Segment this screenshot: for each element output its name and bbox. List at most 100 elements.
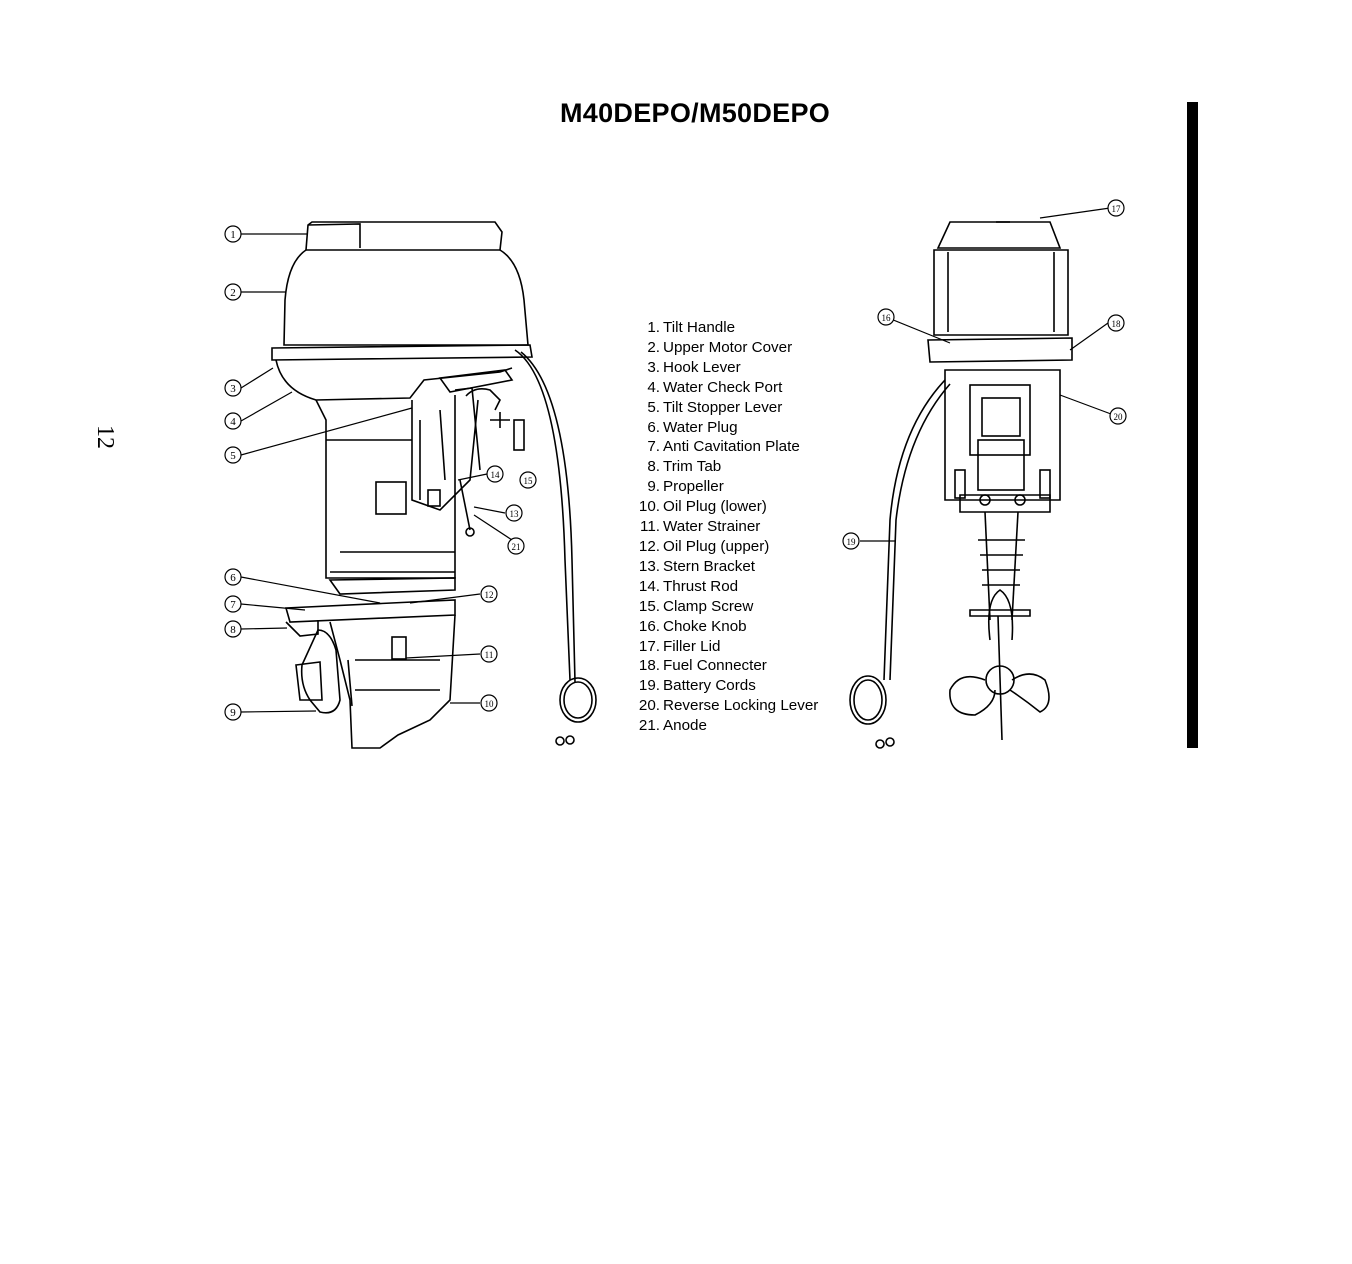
- callout-19: 19: [842, 532, 860, 550]
- callout-number: 16: [882, 313, 892, 323]
- part-item: 5.Tilt Stopper Lever: [620, 398, 818, 418]
- callout-6: 6: [224, 568, 242, 586]
- callout-11: 11: [480, 645, 498, 663]
- part-label: Stern Bracket: [663, 557, 756, 575]
- callout-8: 8: [224, 620, 242, 638]
- part-label: Hook Lever: [663, 358, 741, 376]
- page-title: M40DEPO/M50DEPO: [560, 98, 831, 128]
- part-label: Oil Plug (upper): [663, 537, 770, 555]
- part-label: Propeller: [663, 478, 724, 496]
- callout-5: 5: [224, 446, 242, 464]
- callout-7: 7: [224, 595, 242, 613]
- callout-number: 6: [230, 572, 236, 584]
- part-number: 10.: [638, 498, 660, 516]
- part-item: 10.Oil Plug (lower): [620, 497, 818, 517]
- callout-number: 20: [1114, 412, 1124, 422]
- part-item: 13.Stern Bracket: [620, 557, 818, 577]
- callout-9: 9: [224, 703, 242, 721]
- part-number: 17.: [638, 637, 660, 655]
- part-label: Oil Plug (lower): [663, 498, 767, 516]
- part-number: 8.: [647, 458, 660, 476]
- part-item: 1.Tilt Handle: [620, 318, 818, 338]
- part-item: 14.Thrust Rod: [620, 577, 818, 597]
- part-item: 3.Hook Lever: [620, 358, 818, 378]
- callout-number: 14: [491, 470, 501, 480]
- callout-number: 3: [230, 383, 236, 395]
- part-number: 9.: [647, 478, 660, 496]
- part-item: 12.Oil Plug (upper): [620, 537, 818, 557]
- callout-21: 21: [507, 537, 525, 555]
- part-item: 20.Reverse Locking Lever: [620, 696, 818, 716]
- part-item: 9.Propeller: [620, 477, 818, 497]
- part-number: 13.: [638, 557, 660, 575]
- callout-number: 12: [485, 590, 494, 600]
- part-label: Water Plug: [663, 418, 738, 436]
- part-label: Upper Motor Cover: [663, 338, 793, 356]
- part-label: Reverse Locking Lever: [663, 697, 819, 715]
- part-number: 4.: [647, 378, 660, 396]
- part-number: 5.: [647, 398, 660, 416]
- callout-14: 14: [486, 465, 504, 483]
- callout-number: 17: [1112, 204, 1122, 214]
- part-label: Clamp Screw: [663, 597, 754, 615]
- callout-number: 5: [230, 450, 236, 462]
- callout-1: 1: [224, 225, 242, 243]
- callout-15: 15: [519, 471, 537, 489]
- part-item: 2.Upper Motor Cover: [620, 338, 818, 358]
- callout-number: 4: [230, 416, 236, 428]
- callout-12: 12: [480, 585, 498, 603]
- callout-number: 8: [230, 624, 236, 636]
- callout-13: 13: [505, 504, 523, 522]
- part-item: 6.Water Plug: [620, 418, 818, 438]
- callout-number: 10: [485, 699, 495, 709]
- part-number: 6.: [647, 418, 660, 436]
- callout-number: 21: [512, 542, 521, 552]
- part-label: Water Check Port: [663, 378, 783, 396]
- part-number: 12.: [638, 537, 660, 555]
- callout-17: 17: [1107, 199, 1125, 217]
- part-label: Trim Tab: [663, 458, 722, 476]
- part-number: 1.: [647, 319, 660, 336]
- callout-number: 13: [510, 509, 520, 519]
- part-number: 2.: [647, 338, 660, 356]
- part-item: 7.Anti Cavitation Plate: [620, 437, 818, 457]
- part-label: Fuel Connecter: [663, 657, 767, 675]
- callout-markers: [240, 207, 1112, 713]
- part-label: Water Strainer: [663, 518, 761, 536]
- part-item: 21.Anode: [620, 716, 818, 736]
- callout-4: 4: [224, 412, 242, 430]
- callout-16: 16: [877, 308, 895, 326]
- part-number: 18.: [638, 657, 660, 675]
- part-number: 16.: [638, 617, 660, 635]
- part-item: 4.Water Check Port: [620, 378, 818, 398]
- part-item: 11.Water Strainer: [620, 517, 818, 537]
- callout-number: 15: [524, 476, 534, 486]
- callout-number: 11: [485, 650, 494, 660]
- part-label: Filler Lid: [663, 637, 721, 655]
- part-label: Choke Knob: [663, 617, 747, 635]
- callout-number: 9: [230, 707, 236, 719]
- part-number: 11.: [640, 518, 660, 536]
- callout-number: 19: [847, 537, 857, 547]
- part-number: 21.: [638, 717, 660, 735]
- part-item: 15.Clamp Screw: [620, 597, 818, 617]
- callout-number: 18: [1112, 319, 1122, 329]
- callout-number: 1: [230, 229, 236, 241]
- part-item: 18.Fuel Connecter: [620, 656, 818, 676]
- part-number: 20.: [638, 697, 660, 715]
- page-edge-bar: [1187, 102, 1198, 748]
- callout-18: 18: [1107, 314, 1125, 332]
- callout-10: 10: [480, 694, 498, 712]
- part-label: Battery Cords: [663, 677, 756, 695]
- callout-2: 2: [224, 283, 242, 301]
- part-number: 15.: [638, 597, 660, 615]
- part-number: 7.: [647, 438, 660, 456]
- part-item: 8.Trim Tab: [620, 457, 818, 477]
- part-label: Tilt Handle: [663, 319, 736, 336]
- part-label: Anode: [663, 717, 707, 735]
- part-number: 14.: [638, 577, 660, 595]
- part-label: Tilt Stopper Lever: [663, 398, 783, 416]
- part-number: 19.: [638, 677, 660, 695]
- callout-number: 2: [230, 287, 236, 299]
